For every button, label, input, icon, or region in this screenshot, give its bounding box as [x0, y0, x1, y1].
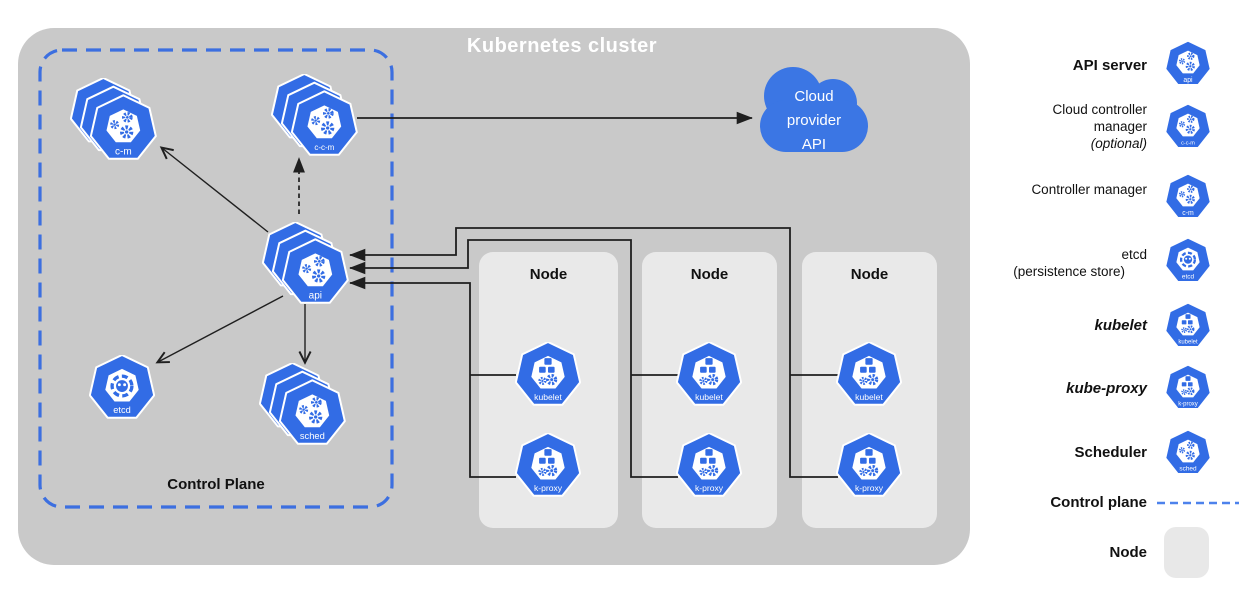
cloud-provider-api-label: Cloud provider API: [786, 88, 842, 153]
legend-label-kube-proxy: kube-proxy: [1066, 380, 1147, 397]
node-title: Node: [850, 266, 889, 283]
legend-api-server-icon: api: [1164, 40, 1212, 87]
node-title: Node: [690, 266, 729, 283]
svg-text:etcd: etcd: [113, 405, 130, 415]
legend-label-node: Node: [1109, 544, 1148, 561]
svg-text:k-proxy: k-proxy: [695, 483, 724, 493]
cluster-title: Kubernetes cluster: [466, 35, 658, 57]
svg-text:sched: sched: [300, 431, 325, 441]
legend-kube-proxy-icon: k-proxy: [1164, 364, 1212, 411]
svg-text:c-m: c-m: [1182, 210, 1194, 217]
legend-label-controller-manager: Controller manager: [1031, 182, 1147, 197]
legend-controller-manager-icon: c-m: [1164, 173, 1212, 220]
node-title: Node: [529, 266, 568, 283]
kube-proxy-icon-node1: k-proxy: [514, 432, 582, 499]
legend-node-swatch: [1164, 527, 1209, 578]
svg-text:c-c-m: c-c-m: [314, 143, 334, 152]
svg-text:k-proxy: k-proxy: [855, 483, 884, 493]
api-server-icon: api: [261, 221, 350, 308]
svg-text:sched: sched: [1179, 465, 1197, 472]
legend-label-cloud-controller-manager: Cloud controller manager (optional): [1052, 102, 1147, 151]
svg-text:k-proxy: k-proxy: [1178, 401, 1198, 407]
cloud-controller-manager-icon: c-c-m: [270, 73, 359, 160]
controller-manager-icon: c-m: [69, 77, 158, 164]
control-plane-label: Control Plane: [167, 476, 265, 493]
legend-cloud-controller-manager-icon: c-c-m: [1164, 103, 1212, 150]
kubelet-icon-node1: kubelet: [514, 341, 582, 408]
legend-label-scheduler: Scheduler: [1074, 444, 1147, 461]
svg-text:c-m: c-m: [115, 147, 132, 158]
legend-note-optional: (optional): [1090, 136, 1147, 151]
scheduler-icon: sched: [258, 362, 347, 449]
svg-text:kubelet: kubelet: [1178, 339, 1198, 345]
legend-label-control-plane: Control plane: [1050, 494, 1147, 511]
legend-label-kubelet: kubelet: [1094, 317, 1147, 334]
kubelet-icon-node2: kubelet: [675, 341, 743, 408]
svg-text:api: api: [1183, 77, 1193, 84]
kubelet-icon-node3: kubelet: [835, 341, 903, 408]
legend-note-persistence-store: (persistence store): [1013, 264, 1125, 279]
legend-kubelet-icon: kubelet: [1164, 302, 1212, 349]
svg-text:k-proxy: k-proxy: [534, 483, 563, 493]
kube-proxy-icon-node2: k-proxy: [675, 432, 743, 499]
legend-scheduler-icon: sched: [1164, 429, 1212, 476]
svg-text:etcd: etcd: [1182, 273, 1195, 280]
svg-text:kubelet: kubelet: [534, 392, 562, 402]
svg-text:api: api: [309, 291, 322, 302]
legend-label-api-server: API server: [1072, 57, 1147, 74]
svg-text:c-c-m: c-c-m: [1181, 140, 1195, 146]
svg-text:kubelet: kubelet: [855, 392, 883, 402]
svg-text:kubelet: kubelet: [695, 392, 723, 402]
legend-label-etcd: etcd (persistence store): [1013, 247, 1147, 279]
etcd-icon: etcd: [88, 354, 156, 421]
legend-etcd-icon: etcd: [1164, 237, 1212, 284]
kube-proxy-icon-node3: k-proxy: [835, 432, 903, 499]
